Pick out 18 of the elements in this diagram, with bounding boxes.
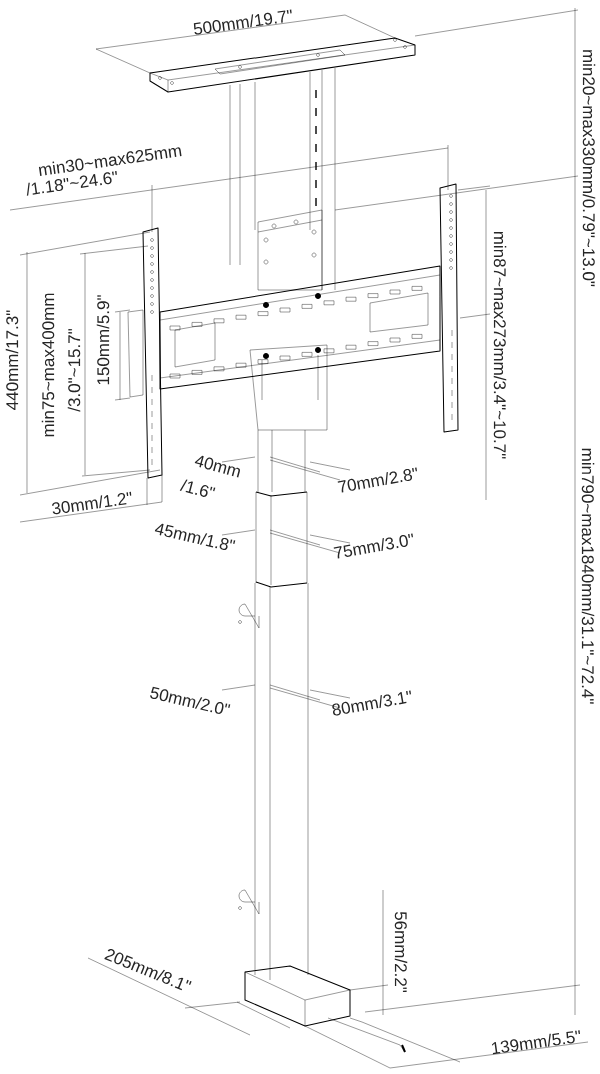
- dimension-label: 150mm/5.9": [96, 295, 110, 385]
- dimension-label: 40mm: [194, 455, 240, 478]
- dimension-label: min87~max273mm/3.4"~10.7": [493, 231, 507, 459]
- dimension-label: min790~max1840mm/31.1"~72.4": [581, 448, 595, 704]
- dimension-label: 30mm/1.2": [52, 491, 132, 515]
- dimension-label: 139mm/5.5": [492, 1030, 580, 1055]
- dimension-label: 80mm/3.1": [332, 690, 411, 716]
- dimension-label: /1.6": [179, 479, 216, 497]
- dimension-label: min75~max400mm: [41, 293, 55, 437]
- dimension-label: 500mm/19.7": [193, 9, 292, 35]
- dimension-label: 50mm/2.0": [150, 686, 231, 714]
- dimension-label: min20~max330mm/0.79"~13.0": [582, 50, 596, 287]
- dimension-label: 70mm/2.8": [337, 467, 417, 493]
- dimension-label: 75mm/3.0": [333, 533, 413, 559]
- dimension-label: 440mm/17.3": [5, 310, 19, 410]
- dimension-label: /3.0"~15.7": [67, 329, 81, 412]
- dimension-label: 45mm/1.8": [154, 523, 236, 551]
- dimension-label: 56mm/2.2": [394, 911, 408, 993]
